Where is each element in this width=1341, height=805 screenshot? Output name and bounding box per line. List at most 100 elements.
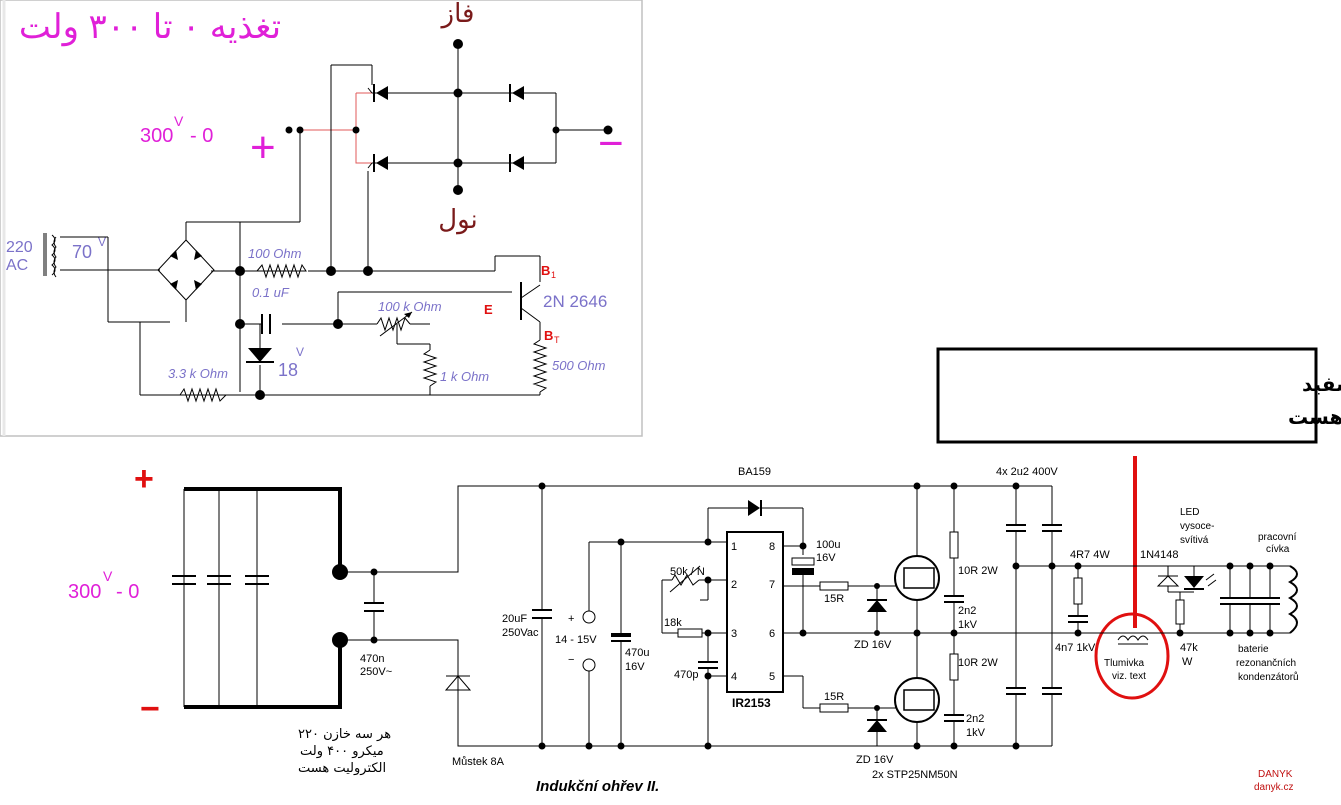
- bottom-schematic: + − 300 V - 0 هر سه خازن ۲۲۰ میکرو ۴۰۰ و…: [68, 460, 1299, 795]
- ba159-label: BA159: [738, 466, 771, 478]
- ac-input-label: AC: [6, 257, 28, 274]
- bottom-voltage-value: 300: [68, 581, 101, 603]
- led-label-3: svítivá: [1180, 535, 1209, 546]
- led-label-1: LED: [1180, 507, 1199, 518]
- pot-100k-label: 100 k Ohm: [378, 299, 442, 314]
- supply-voltage: 14 - 15V: [555, 634, 597, 646]
- r47k-value: 47k: [1180, 642, 1198, 654]
- ujt-b2-sub: T: [554, 335, 560, 345]
- d1n4148-label: 1N4148: [1140, 549, 1179, 561]
- r47k-rating: W: [1182, 656, 1193, 668]
- c470n-value: 470n: [360, 653, 384, 665]
- pin-7: 7: [769, 579, 775, 591]
- capacitor-01-label: 0.1 uF: [252, 285, 290, 300]
- c470n-rating: 250V~: [360, 666, 392, 678]
- r15-top-label: 15R: [824, 593, 844, 605]
- top-title: تغذیه ۰ تا ۳۰۰ ولت: [19, 8, 281, 47]
- bridge-label: Můstek 8A: [452, 756, 505, 768]
- r10-top-label: 10R 2W: [958, 565, 998, 577]
- cap-note-3: الکترولیت هست: [298, 761, 386, 776]
- pot-label: 50k / N: [670, 566, 705, 578]
- neutral-label: نول: [438, 205, 478, 235]
- top-voltage-unit: V: [174, 113, 184, 129]
- ac-input-value: 220: [6, 239, 33, 256]
- pin-6: 6: [769, 628, 775, 640]
- ujt-b1-label: B: [541, 263, 550, 278]
- zd-bottom-label: ZD 16V: [856, 754, 894, 766]
- ujt-b1-sub: 1: [551, 270, 556, 280]
- supply-plus: +: [568, 613, 574, 625]
- bank-label-1: baterie: [1238, 644, 1269, 655]
- pin-1: 1: [731, 541, 737, 553]
- mosfet-half-bridge: [867, 482, 940, 750]
- c4n7-label: 4n7 1kV: [1055, 642, 1096, 654]
- transformer-voltage: 70: [72, 242, 92, 262]
- input-capacitor-bank: [172, 487, 348, 709]
- driver-ic: [661, 500, 1230, 750]
- choke-label-1: Tlumivka: [1104, 658, 1144, 669]
- resistor-1k-label: 1 k Ohm: [440, 369, 489, 384]
- bottom-minus-sign: −: [140, 690, 160, 728]
- pin-5: 5: [769, 671, 775, 683]
- note-line-2: هستش ومقدارش ۱۲ میکروهانری هست: [1288, 405, 1341, 429]
- bottom-plus-sign: +: [134, 460, 154, 498]
- transformer-voltage-unit: V: [98, 235, 106, 249]
- note-line-1: سلف طتبیق که توعکس توی جعبه سفید: [1302, 372, 1341, 396]
- ujt-emitter-label: E: [484, 302, 493, 317]
- ujt-part-number: 2N 2646: [543, 292, 607, 311]
- bottom-voltage-range: - 0: [116, 581, 139, 603]
- c100u-rating: 16V: [816, 552, 836, 564]
- trigger-wiring: [43, 64, 548, 403]
- brand-url: danyk.cz: [1254, 782, 1293, 793]
- indicator-and-coil: [1156, 562, 1298, 637]
- low-voltage-supply: [582, 538, 727, 750]
- supply-minus: −: [568, 654, 574, 666]
- mosfet-label: 2x STP25NM50N: [872, 769, 958, 781]
- pin-8: 8: [769, 541, 775, 553]
- r4r7-label: 4R7 4W: [1070, 549, 1110, 561]
- c2n2-top-rating: 1kV: [958, 619, 978, 631]
- c2n2-top-value: 2n2: [958, 605, 976, 617]
- phase-label: فاز: [440, 0, 475, 29]
- c2n2-bottom-rating: 1kV: [966, 727, 986, 739]
- choke-note-box: سلف طتبیق که توعکس توی جعبه سفید هستش وم…: [936, 347, 1341, 700]
- bottom-voltage-unit: V: [103, 568, 113, 584]
- resistor-500-label: 500 Ohm: [552, 358, 606, 373]
- choke-label-2: viz. text: [1112, 671, 1146, 682]
- r15-bottom-label: 15R: [824, 691, 844, 703]
- c470u-value: 470u: [625, 647, 649, 659]
- coil-label-1: pracovní: [1258, 532, 1297, 543]
- power-bridge: [285, 39, 613, 195]
- zener-voltage: 18: [278, 360, 298, 380]
- c470u-rating: 16V: [625, 661, 645, 673]
- r18k-label: 18k: [664, 617, 682, 629]
- top-minus-sign: −: [598, 119, 624, 168]
- c2n2-bottom-value: 2n2: [966, 713, 984, 725]
- ic-label: IR2153: [732, 696, 771, 710]
- main-rails: [340, 482, 1052, 750]
- led-label-2: vysoce-: [1180, 521, 1214, 532]
- pin-4: 4: [731, 671, 737, 683]
- choke-highlight-circle: [1094, 612, 1170, 700]
- zd-top-label: ZD 16V: [854, 639, 892, 651]
- c20u-value: 20uF: [502, 613, 527, 625]
- ujt-b2-label: B: [544, 328, 553, 343]
- top-voltage-range: - 0: [190, 125, 213, 147]
- top-plus-sign: +: [250, 123, 276, 172]
- brand-name: DANYK: [1258, 769, 1293, 780]
- cap-note-1: هر سه خازن ۲۲۰: [298, 727, 391, 742]
- cap-note-2: میکرو ۴۰۰ ولت: [300, 744, 384, 759]
- coil-label-2: cívka: [1266, 544, 1290, 555]
- resistor-33k-label: 3.3 k Ohm: [168, 366, 228, 381]
- r10-bottom-label: 10R 2W: [958, 657, 998, 669]
- c20u-rating: 250Vac: [502, 627, 539, 639]
- resistor-100-label: 100 Ohm: [248, 246, 302, 261]
- pin-2: 2: [731, 579, 737, 591]
- c470p-label: 470p: [674, 669, 698, 681]
- caps-4x-label: 4x 2u2 400V: [996, 466, 1058, 478]
- bank-label-3: kondenzátorů: [1238, 671, 1299, 683]
- bank-label-2: rezonančních: [1236, 658, 1296, 669]
- top-panel: تغذیه ۰ تا ۳۰۰ ولت فاز نول 300 V - 0 + −: [0, 0, 643, 437]
- top-voltage-value: 300: [140, 125, 173, 147]
